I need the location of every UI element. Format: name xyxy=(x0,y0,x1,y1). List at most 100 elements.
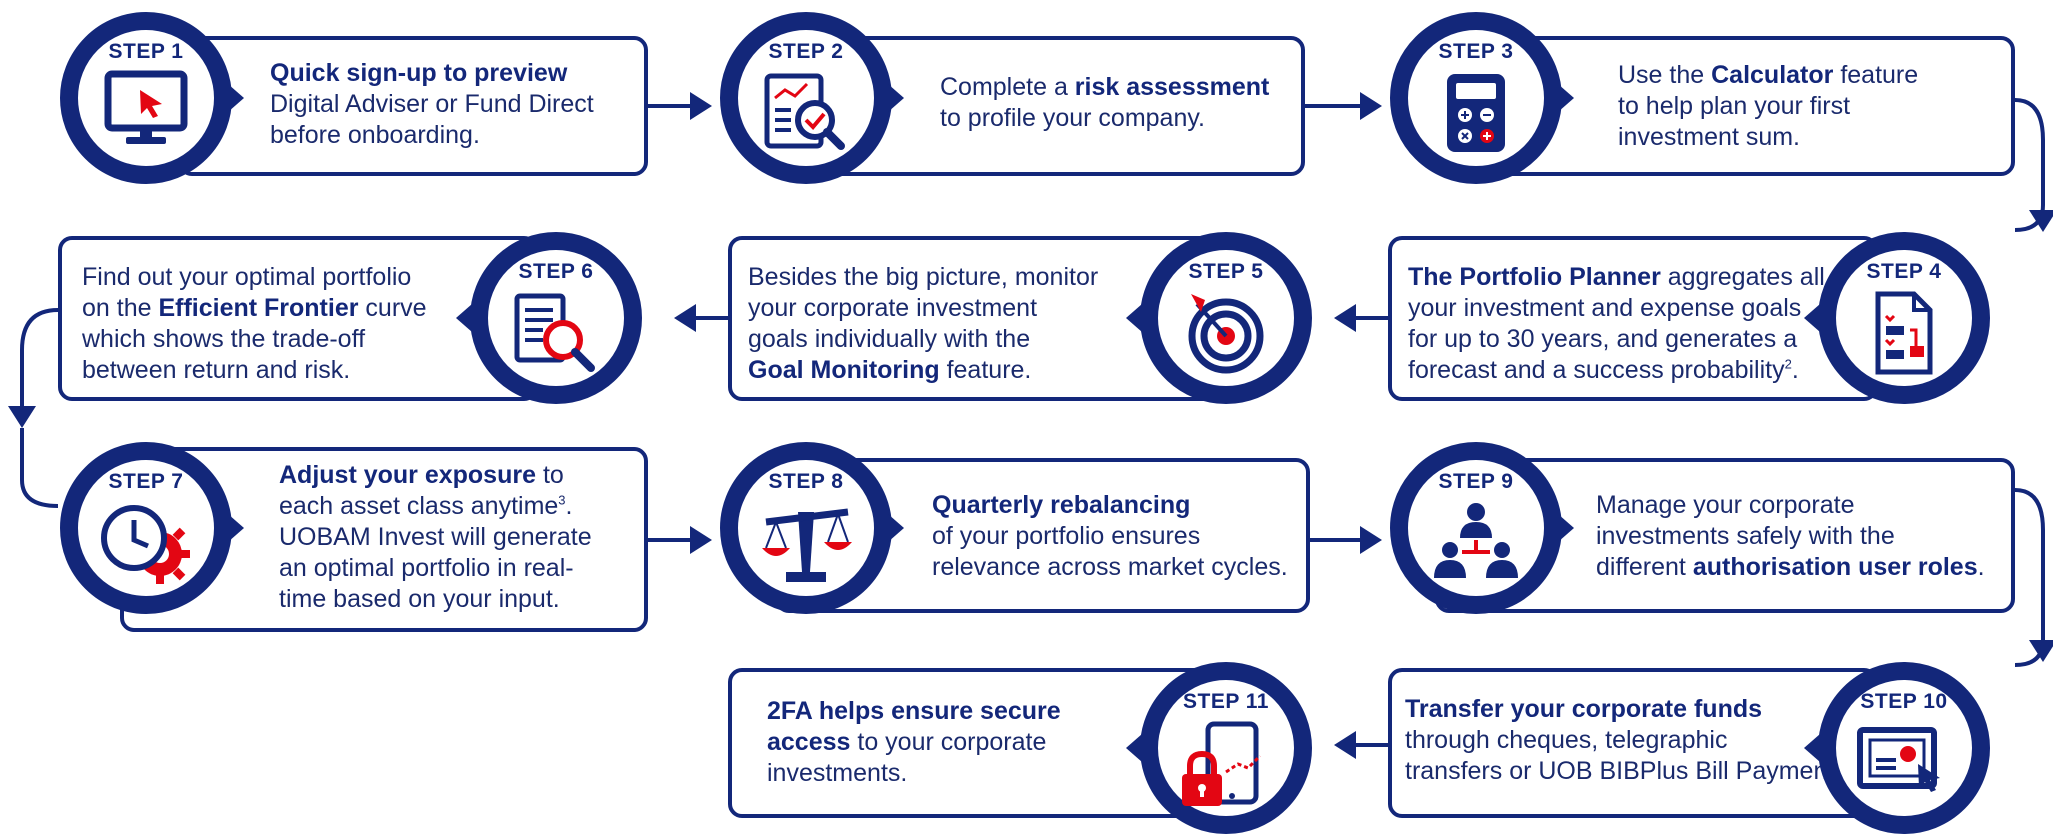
arrow-head-icon xyxy=(2029,210,2053,232)
step-8-text-segment: Quarterly rebalancing xyxy=(932,491,1191,519)
step-5-text-segment: Besides the big picture, monitor xyxy=(748,263,1099,291)
step-8-description: Quarterly rebalancing of your portfolio e… xyxy=(932,490,1288,583)
step-6-text-segment: on the xyxy=(82,294,159,322)
arrow-head-icon xyxy=(690,526,712,554)
step-5-label: STEP 5 xyxy=(1188,260,1264,283)
arrow-head-icon xyxy=(1334,731,1356,759)
step-2-text-segment: to profile your company. xyxy=(940,104,1205,132)
step-6-text-segment: between return and risk. xyxy=(82,356,351,384)
step-9-badge: STEP 9 xyxy=(1390,442,1562,614)
step-1-box xyxy=(178,36,648,176)
step-10-text-segment: through cheques, telegraphic xyxy=(1405,726,1728,754)
step-11-label: STEP 11 xyxy=(1182,690,1269,713)
step-3-text-segment: to help plan your first xyxy=(1618,92,1851,120)
step-1-label: STEP 1 xyxy=(108,40,184,63)
step-3-text-segment: Use the xyxy=(1618,61,1712,89)
step-2-description: Complete a risk assessment to profile you… xyxy=(940,72,1269,134)
clock-gear-icon xyxy=(98,500,194,591)
step-11-text-segment: to your corporate xyxy=(850,728,1047,756)
step-4-text-segment: 2 xyxy=(1784,356,1792,372)
step-10-box xyxy=(1388,668,1878,818)
step-7-text-segment: Adjust your exposure xyxy=(279,461,536,489)
step-6-text-segment: curve xyxy=(358,294,427,322)
arrow-head-icon xyxy=(1360,92,1382,120)
step-10-label: STEP 10 xyxy=(1860,690,1948,713)
balance-scale-icon xyxy=(758,500,854,591)
step-7-label: STEP 7 xyxy=(108,470,184,493)
step-4-text-segment: your investment and expense goals xyxy=(1408,294,1802,322)
document-magnifier-check-icon xyxy=(761,70,851,161)
document-search-icon xyxy=(513,290,599,381)
step-4-box xyxy=(1388,236,1878,401)
step-7-text-segment: time based on your input. xyxy=(279,585,560,613)
arrow-head-icon xyxy=(1334,304,1356,332)
step-4-label: STEP 4 xyxy=(1866,260,1942,283)
step-7-text-segment: UOBAM Invest will generate xyxy=(279,523,592,551)
step-9-label: STEP 9 xyxy=(1438,470,1514,493)
cheque-transfer-icon xyxy=(1856,720,1952,805)
step-7-text-segment: each asset class anytime xyxy=(279,492,559,520)
step-1-text-segment: Quick sign-up to preview xyxy=(270,59,568,87)
step-5-text-segment: goals individually with the xyxy=(748,325,1031,353)
step-3-text-segment: Calculator xyxy=(1711,61,1834,89)
step-5-description: Besides the big picture, monitor your cor… xyxy=(748,262,1098,386)
step-10-text-segment: transfers or UOB BIBPlus Bill Payment. xyxy=(1405,757,1842,785)
step-8-label: STEP 8 xyxy=(768,470,844,493)
step-4-pointer xyxy=(1804,304,1820,332)
planner-document-icon xyxy=(1872,290,1936,381)
step-2-label: STEP 2 xyxy=(768,40,844,63)
step-4-badge: STEP 4 xyxy=(1818,232,1990,404)
step-9-pointer xyxy=(1558,514,1574,542)
step-3-badge: STEP 3 xyxy=(1390,12,1562,184)
step-3-description: Use the Calculator feature to help plan y… xyxy=(1618,60,1918,153)
connector-line xyxy=(2014,488,2045,667)
connector-line xyxy=(20,308,59,420)
step-8-pointer xyxy=(888,514,904,542)
step-11-badge: STEP 11 xyxy=(1140,662,1312,834)
connector-line xyxy=(2014,98,2045,232)
step-5-pointer xyxy=(1126,304,1142,332)
step-9-text-segment: authorisation user roles xyxy=(1692,553,1978,581)
step-6-label: STEP 6 xyxy=(518,260,594,283)
step-7-pointer xyxy=(228,514,244,542)
step-3-label: STEP 3 xyxy=(1438,40,1514,63)
calculator-icon xyxy=(1443,70,1509,161)
arrow-head-icon xyxy=(2029,640,2053,662)
step-7-text-segment: 3 xyxy=(558,492,566,508)
step-4-text-segment: . xyxy=(1791,356,1799,384)
step-10-badge: STEP 10 xyxy=(1818,662,1990,834)
step-2-text-segment: risk assessment xyxy=(1074,73,1270,101)
step-5-text-segment: your corporate investment xyxy=(748,294,1038,322)
step-3-text-segment: feature xyxy=(1833,61,1919,89)
step-6-badge: STEP 6 xyxy=(470,232,642,404)
step-2-text-segment: Complete a xyxy=(940,73,1075,101)
step-8-text-segment: of your portfolio ensures xyxy=(932,522,1201,550)
step-9-text-segment: investments safely with the xyxy=(1596,522,1895,550)
step-9-text-segment: . xyxy=(1977,553,1985,581)
step-7-description: Adjust your exposure to each asset class … xyxy=(279,460,592,615)
connector-line xyxy=(20,428,59,508)
step-10-description: Transfer your corporate funds through che… xyxy=(1405,694,1841,787)
step-6-text-segment: Find out your optimal portfolio xyxy=(82,263,412,291)
step-5-text-segment: Goal Monitoring xyxy=(748,356,940,384)
step-7-text-segment: an optimal portfolio in real- xyxy=(279,554,574,582)
step-1-text-segment: before onboarding. xyxy=(270,121,480,149)
step-11-text-segment: investments. xyxy=(767,759,908,787)
step-11-text-segment: access xyxy=(767,728,851,756)
step-10-text-segment: Transfer your corporate funds xyxy=(1405,695,1763,723)
step-4-text-segment: aggregates all xyxy=(1660,263,1825,291)
step-5-badge: STEP 5 xyxy=(1140,232,1312,404)
step-1-text-segment: Digital Adviser or Fund Direct xyxy=(270,90,594,118)
step-3-pointer xyxy=(1558,84,1574,112)
user-roles-hierarchy-icon xyxy=(1428,500,1524,591)
step-6-text-segment: which shows the trade-off xyxy=(82,325,366,353)
step-2-pointer xyxy=(888,84,904,112)
arrow-head-icon xyxy=(690,92,712,120)
step-7-text-segment: to xyxy=(536,461,564,489)
